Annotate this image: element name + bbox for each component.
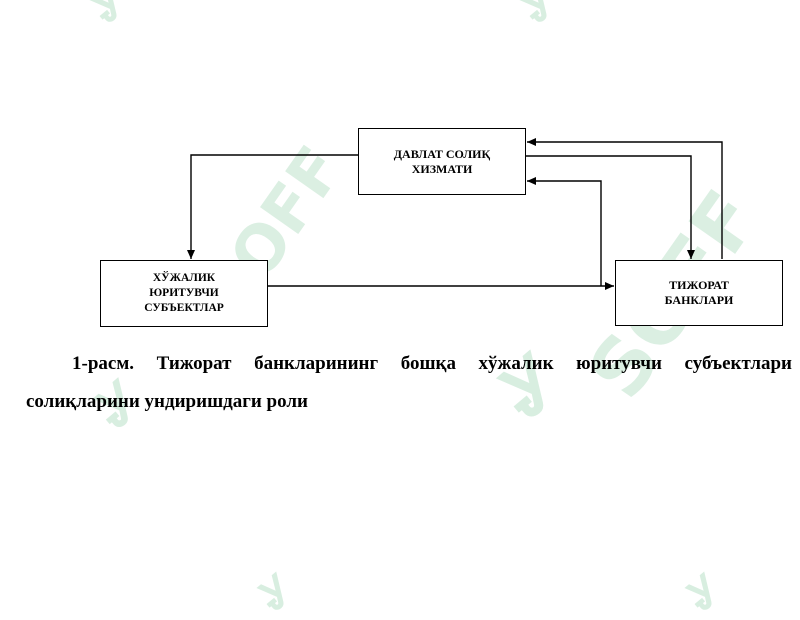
box-entities-line-3: СУБЪЕКТЛАР (144, 302, 224, 314)
arrow-banks-to-tax-lower (527, 177, 602, 286)
box-commercial-banks: ТИЖОРАТ БАНКЛАРИ (615, 260, 783, 326)
box-entities-line-2: ЮРИТУВЧИ (149, 287, 219, 299)
box-entities-line-1: ХЎЖАЛИК (152, 272, 216, 284)
box-banks-line-2: БАНКЛАРИ (664, 293, 734, 307)
box-banks-line-1: ТИЖОРАТ (669, 278, 729, 292)
box-tax-service-line-1: ДАВЛАТ СОЛИҚ (393, 146, 491, 161)
box-business-entities: ХЎЖАЛИК ЮРИТУВЧИ СУБЪЕКТЛАР (100, 260, 268, 327)
arrow-tax-to-banks (526, 155, 695, 259)
arrow-banks-to-tax-top (527, 138, 723, 259)
box-tax-service: ДАВЛАТ СОЛИҚ ХИЗМАТИ (358, 128, 526, 195)
arrow-tax-to-entities (187, 154, 358, 259)
diagram-arrows (187, 138, 723, 290)
figure-caption: 1-расм. Тижорат банкларининг бошқа хўжал… (26, 353, 792, 412)
box-tax-service-line-2: ХИЗМАТИ (411, 161, 473, 176)
